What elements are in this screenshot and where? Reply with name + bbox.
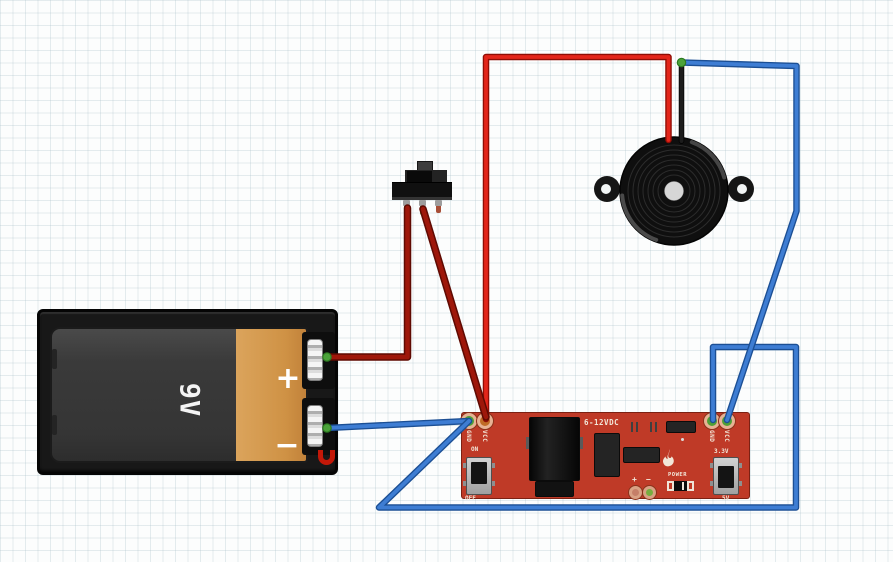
wire-darkred-battery-to-switch-outline xyxy=(323,204,412,361)
buzzer-left-ear-hole xyxy=(601,184,611,194)
wire-darkred-switch-to-vcc[interactable] xyxy=(420,206,489,420)
aux-pad-plus[interactable] xyxy=(629,486,642,499)
battery-notch xyxy=(52,415,57,435)
aux-minus-label: − xyxy=(646,475,651,484)
battery-positive-terminal[interactable] xyxy=(307,339,323,381)
power-supply-board[interactable]: GND VCC GND VCC ON OFF 6-12VDC POW xyxy=(461,413,749,502)
wire-darkred-battery-to-switch[interactable] xyxy=(324,205,410,360)
switch-pin xyxy=(492,463,495,468)
battery-notch xyxy=(52,349,57,369)
power-led-footprint xyxy=(667,481,694,491)
wire-blue-battery-to-gnd[interactable] xyxy=(325,419,471,430)
aux-pad-minus[interactable] xyxy=(643,486,656,499)
battery-plus-sign: + xyxy=(275,361,301,396)
buzzer-sound-hole xyxy=(664,181,684,201)
slide-switch-body xyxy=(392,182,452,198)
switch-pin xyxy=(739,463,742,468)
capacitor-smd xyxy=(666,421,696,433)
regulator-ic xyxy=(594,433,620,477)
aux-plus-label: + xyxy=(632,475,637,484)
wire-blue-gnd-loop[interactable] xyxy=(377,345,798,510)
switch-leg-2[interactable] xyxy=(419,200,426,206)
slide-switch-slider xyxy=(407,171,432,182)
wire-red-vcc-to-buzzer-outline xyxy=(482,53,672,423)
connection-dot-battery-negative[interactable] xyxy=(322,423,332,433)
voltage-select-knob[interactable] xyxy=(718,466,734,488)
battery-body: + − 9V xyxy=(50,327,308,463)
battery-orange-band xyxy=(236,329,306,461)
connection-dot-battery-positive[interactable] xyxy=(322,352,332,362)
battery-minus-sign: − xyxy=(274,428,300,463)
switch-pin xyxy=(463,463,466,468)
switch-pin xyxy=(463,481,466,486)
switch-leg-3[interactable] xyxy=(435,200,442,206)
battery-red-lead-curl xyxy=(318,450,335,465)
sparkfun-flame-logo xyxy=(662,449,674,467)
switch-pin xyxy=(710,463,713,468)
piezo-buzzer[interactable] xyxy=(590,128,760,250)
onoff-switch-knob[interactable] xyxy=(471,462,487,484)
capacitor xyxy=(650,422,658,432)
slide-switch-base xyxy=(392,197,452,200)
inductor xyxy=(623,447,660,463)
buzzer-right-ear-hole xyxy=(737,184,747,194)
jack-tab xyxy=(526,437,529,449)
onoff-off-label: OFF xyxy=(465,495,476,502)
connection-dot-buzzer-lead[interactable] xyxy=(676,57,687,68)
silk-dot xyxy=(681,438,684,441)
voltage-33-label: 3.3V xyxy=(714,448,729,455)
wire-blue-vcc-to-buzzer-outline xyxy=(678,59,800,424)
switch-pin xyxy=(710,481,713,486)
input-voltage-label: 6-12VDC xyxy=(584,418,620,427)
barrel-jack[interactable] xyxy=(529,417,580,481)
battery-9v[interactable]: + − 9V xyxy=(37,309,338,475)
battery-negative-terminal[interactable] xyxy=(307,405,323,447)
switch-leg-3-tip xyxy=(436,206,441,213)
wire-blue-gnd-loop-outline xyxy=(375,343,800,511)
wire-red-vcc-to-buzzer[interactable] xyxy=(484,55,671,421)
voltage-5-label: 5V xyxy=(722,495,730,502)
buzzer-rings xyxy=(627,144,721,238)
buzzer-highlight xyxy=(689,140,727,180)
power-led-label: POWER xyxy=(668,472,688,478)
onoff-on-label: ON xyxy=(471,446,479,453)
buzzer-highlight xyxy=(620,193,659,242)
jack-tab xyxy=(580,437,583,449)
switch-pin xyxy=(492,481,495,486)
wire-blue-vcc-to-buzzer[interactable] xyxy=(679,60,799,422)
switch-pin xyxy=(739,481,742,486)
switch-leg-1[interactable] xyxy=(403,200,410,206)
barrel-jack-base xyxy=(535,481,574,497)
capacitor xyxy=(631,422,639,432)
